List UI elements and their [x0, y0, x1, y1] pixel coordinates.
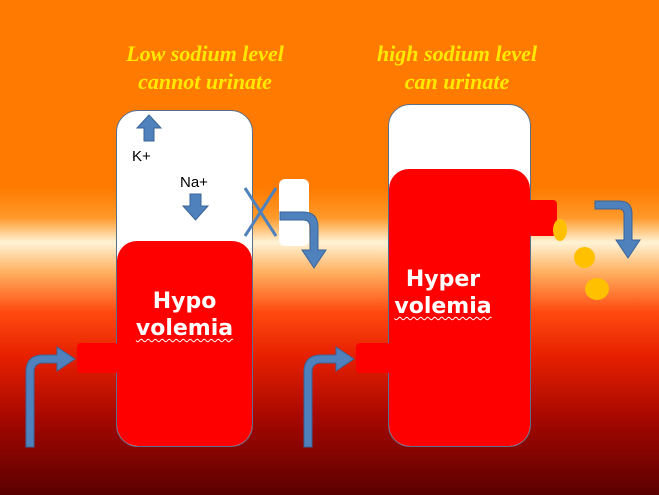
right-caption-line-2: can urinate — [404, 69, 510, 94]
left-vessel-fluid — [117, 241, 252, 446]
left-caption-line-2: cannot urinate — [138, 69, 272, 94]
up-arrow-icon — [135, 114, 163, 142]
right-label-line-1: Hyper — [405, 267, 481, 292]
right-caption: high sodium level can urinate — [352, 40, 562, 96]
left-inlet-pipe — [77, 343, 119, 373]
down-arrow-icon — [181, 193, 210, 221]
potassium-label: K+ — [132, 148, 151, 165]
left-label-line-1: Hypo — [152, 289, 217, 314]
right-label-line-2: volemia — [394, 294, 492, 319]
right-vessel — [388, 104, 531, 447]
sodium-label: Na+ — [180, 174, 208, 191]
urine-drop-icon — [553, 219, 567, 241]
right-inlet-pipe — [356, 343, 392, 373]
urine-drop-icon — [585, 278, 609, 300]
left-caption-line-1: Low sodium level — [126, 41, 284, 66]
bent-arrow-icon — [303, 346, 355, 448]
urine-drop-icon — [574, 247, 595, 268]
right-vessel-fluid — [389, 169, 530, 446]
right-outlet-pipe — [528, 200, 557, 236]
left-vessel-label: Hypo volemia — [116, 288, 253, 342]
left-vessel — [116, 110, 253, 447]
bent-arrow-icon — [279, 211, 327, 269]
right-caption-line-1: high sodium level — [376, 41, 538, 66]
bent-arrow-icon — [594, 200, 641, 259]
bent-arrow-icon — [25, 346, 76, 448]
left-caption: Low sodium level cannot urinate — [100, 40, 310, 96]
blocked-cross-icon — [243, 187, 278, 237]
left-label-line-2: volemia — [135, 316, 234, 341]
right-vessel-label: Hyper volemia — [388, 266, 498, 320]
